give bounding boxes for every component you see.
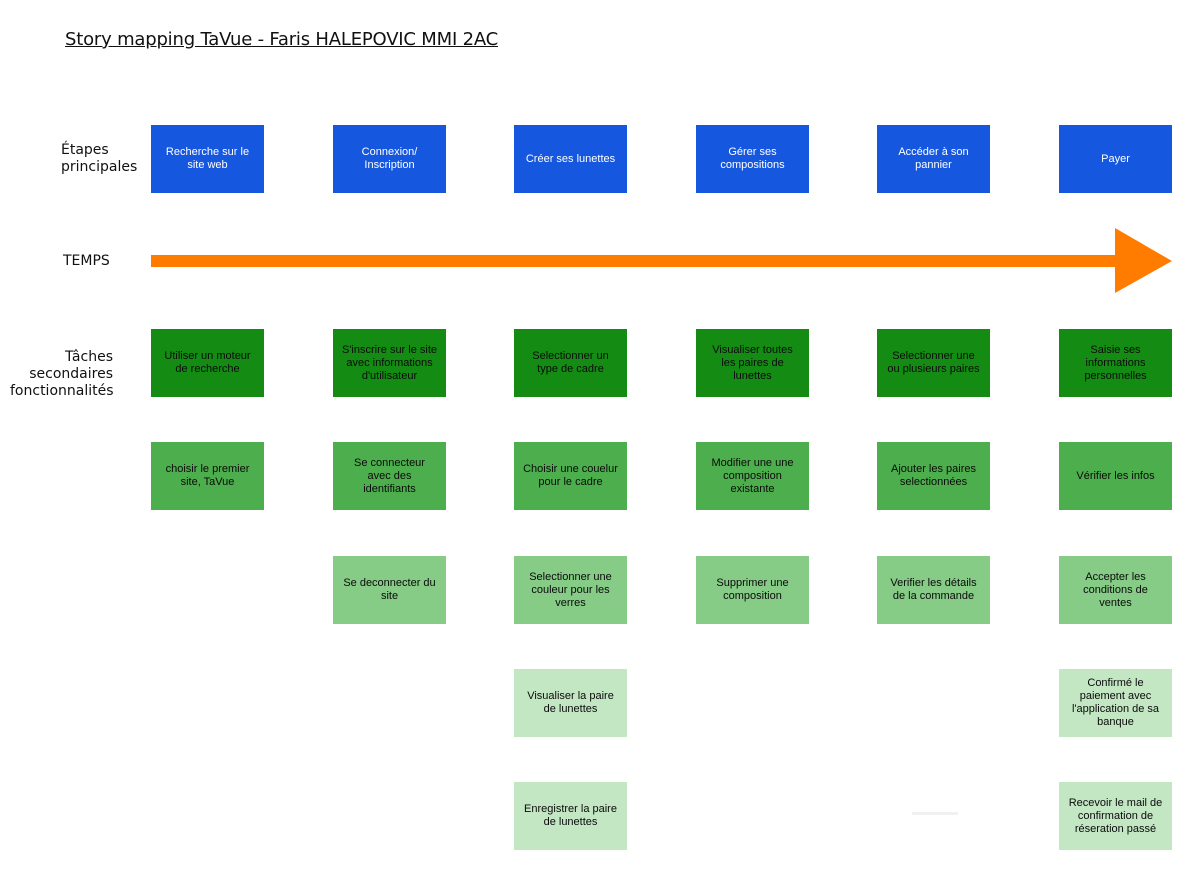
step-card-create: Créer ses lunettes (514, 125, 627, 193)
task-card-label: Selectionner une couleur pour les verres (529, 570, 612, 609)
task-card: Recevoir le mail de confirmation de rése… (1059, 782, 1172, 850)
step-card-login: Connexion/ Inscription (333, 125, 446, 193)
task-card: Se connecteur avec des identifiants (333, 442, 446, 510)
task-card-label: Verifier les détails de la commande (890, 577, 977, 602)
task-card: Selectionner un type de cadre (514, 329, 627, 397)
task-card-label: Selectionner un type de cadre (532, 350, 609, 375)
task-card-label: Se connecteur avec des identifiants (354, 456, 425, 495)
task-card-label: Visualiser toutes les paires de lunettes (712, 343, 793, 382)
task-card-label: Vérifier les infos (1076, 469, 1155, 482)
step-card-cart: Accéder à son pannier (877, 125, 990, 193)
task-card-label: Confirmé le paiement avec l'application … (1071, 677, 1160, 728)
task-card-label: Utiliser un moteur de recherche (164, 350, 251, 375)
task-card-label: Ajouter les paires selectionnées (891, 463, 976, 488)
task-card: Selectionner une couleur pour les verres (514, 556, 627, 624)
task-card: Visualiser toutes les paires de lunettes (696, 329, 809, 397)
task-card: Enregistrer la paire de lunettes (514, 782, 627, 850)
step-card-search: Recherche sur le site web (151, 125, 264, 193)
task-card-label: Selectionner une ou plusieurs paires (887, 350, 980, 375)
step-card-label: Gérer ses compositions (720, 146, 785, 171)
task-card: Saisie ses informations personnelles (1059, 329, 1172, 397)
page-title: Story mapping TaVue - Faris HALEPOVIC MM… (65, 29, 499, 50)
task-card-label: Saisie ses informations personnelles (1084, 343, 1147, 382)
task-card-label: Choisir une couelur pour le cadre (523, 463, 618, 488)
task-card: Selectionner une ou plusieurs paires (877, 329, 990, 397)
step-card-label: Créer ses lunettes (525, 152, 616, 165)
task-card: S'inscrire sur le site avec informations… (333, 329, 446, 397)
time-arrow-shaft (151, 255, 1119, 267)
task-card-label: Accepter les conditions de ventes (1083, 570, 1148, 609)
task-card: Vérifier les infos (1059, 442, 1172, 510)
row-label-main-steps: Étapes principales (61, 142, 138, 175)
task-card-label: Visualiser la paire de lunettes (527, 690, 614, 715)
task-card-label: Enregistrer la paire de lunettes (524, 803, 617, 828)
time-arrow (151, 228, 1172, 293)
task-card: Ajouter les paires selectionnées (877, 442, 990, 510)
step-card-label: Recherche sur le site web (165, 146, 250, 171)
task-card: choisir le premier site, TaVue (151, 442, 264, 510)
task-card: Visualiser la paire de lunettes (514, 669, 627, 737)
task-card-label: Supprimer une composition (716, 577, 789, 602)
task-card-label: Modifier une une composition existante (711, 456, 794, 495)
task-card-label: Se deconnecter du site (343, 577, 436, 602)
task-card: Choisir une couelur pour le cadre (514, 442, 627, 510)
row-label-secondary-tasks: Tâches secondaires fonctionnalités (10, 349, 114, 399)
step-card-pay: Payer (1059, 125, 1172, 193)
task-card-label: Recevoir le mail de confirmation de rése… (1068, 796, 1163, 835)
task-card-label: choisir le premier site, TaVue (165, 463, 250, 488)
row-label-time: TEMPS (63, 253, 110, 269)
step-card-label: Payer (1101, 152, 1130, 165)
task-card: Modifier une une composition existante (696, 442, 809, 510)
faint-mark (912, 812, 958, 815)
task-card: Se deconnecter du site (333, 556, 446, 624)
task-card: Verifier les détails de la commande (877, 556, 990, 624)
step-card-label: Connexion/ Inscription (361, 146, 418, 171)
step-card-label: Accéder à son pannier (898, 146, 969, 171)
task-card: Confirmé le paiement avec l'application … (1059, 669, 1172, 737)
task-card: Supprimer une composition (696, 556, 809, 624)
task-card: Accepter les conditions de ventes (1059, 556, 1172, 624)
step-card-manage: Gérer ses compositions (696, 125, 809, 193)
time-arrow-head (1115, 228, 1172, 293)
task-card-label: S'inscrire sur le site avec informations… (342, 343, 438, 382)
task-card: Utiliser un moteur de recherche (151, 329, 264, 397)
